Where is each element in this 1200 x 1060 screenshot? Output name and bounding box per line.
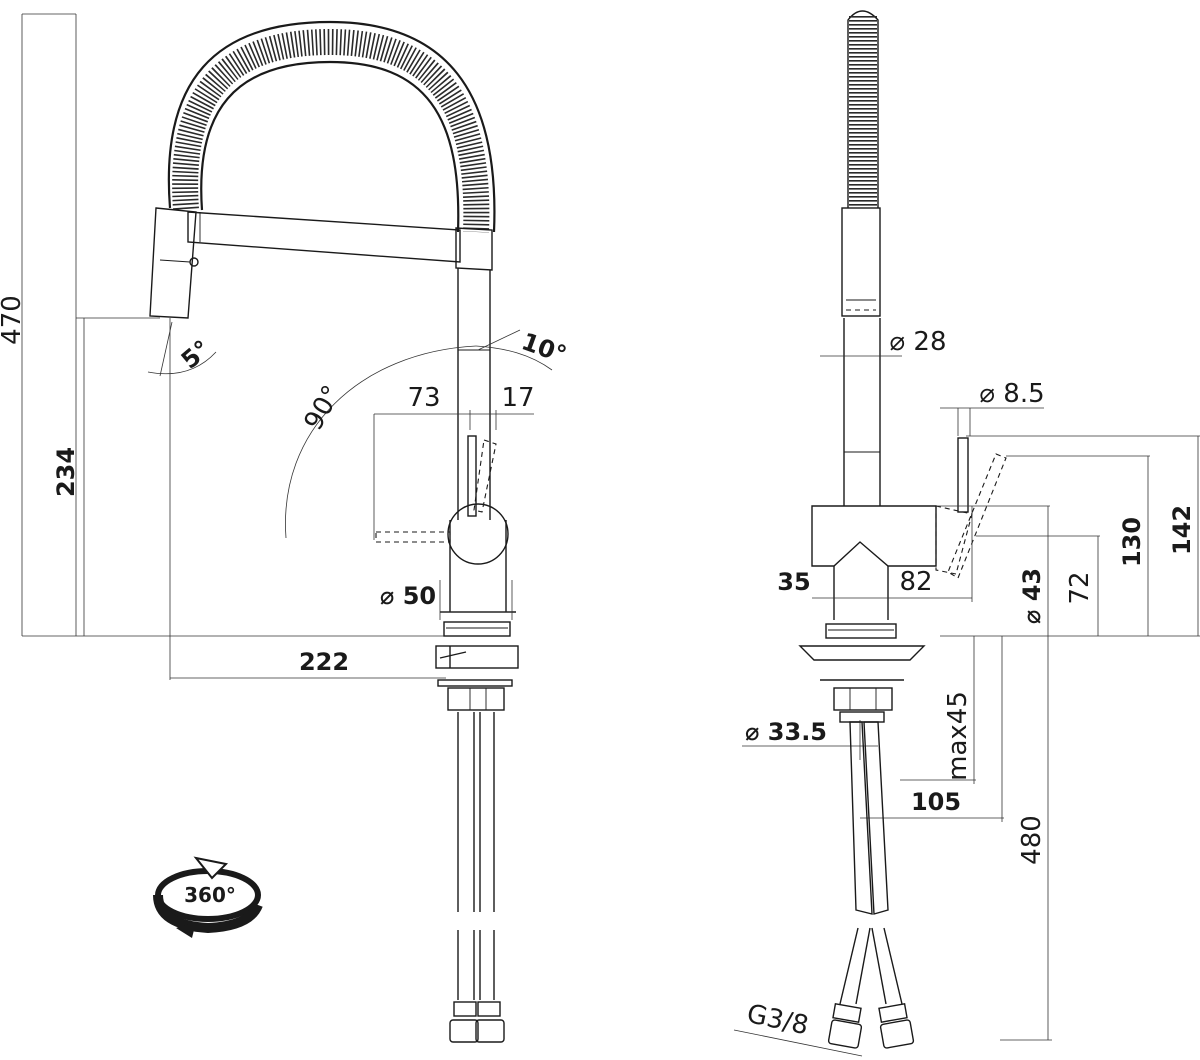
front-spring xyxy=(847,10,879,208)
dimension-body-diameter: ⌀ 50 xyxy=(380,580,513,620)
dimension-shank-diameter: ⌀ 33.5 xyxy=(742,718,878,760)
lever-length-label: 73 xyxy=(407,383,440,413)
dimension-spout-diameter: ⌀ 28 xyxy=(820,327,947,357)
dimension-lever-height: 72 xyxy=(976,535,1100,636)
base-width-label: 105 xyxy=(911,788,961,816)
body-left-label: 35 xyxy=(777,568,810,596)
handle-range-label: 90° xyxy=(299,381,348,436)
angle-range: 90° xyxy=(285,345,477,539)
front-lever xyxy=(935,437,1007,579)
dimension-reach: 222 xyxy=(170,648,446,679)
spray-head xyxy=(149,207,199,319)
thread-label-group: G3/8 xyxy=(733,999,863,1057)
lever-offset-label: 17 xyxy=(501,383,534,413)
height-total-label: 470 xyxy=(0,295,27,345)
spout-arm xyxy=(187,211,461,263)
mixer-body xyxy=(440,503,516,613)
reach-label: 222 xyxy=(299,648,349,676)
riser-column xyxy=(455,227,493,520)
side-view: 470 234 xyxy=(0,13,570,1043)
body-diameter-label: ⌀ 50 xyxy=(380,582,436,610)
handle-max-label: 10° xyxy=(518,327,570,369)
front-body xyxy=(811,505,937,620)
total-lever-label: 142 xyxy=(1168,505,1196,555)
shank-diameter-label: ⌀ 33.5 xyxy=(745,718,827,746)
dimension-lever-top: 130 xyxy=(1006,455,1150,636)
front-riser xyxy=(843,318,881,506)
dimension-height-total: 470 xyxy=(0,13,77,636)
hose-length-label: 480 xyxy=(1017,815,1047,865)
dimension-hose-length: 480 xyxy=(1000,636,1052,1041)
thread-label: G3/8 xyxy=(744,999,811,1041)
angle-tilt: 5° xyxy=(147,318,217,680)
counter-thickness-label: max45 xyxy=(943,691,973,781)
body-right-label: 82 xyxy=(899,567,932,597)
dimension-body-width: 35 82 xyxy=(777,506,973,602)
front-view: ⌀ 28 ⌀ 8.5 35 82 xyxy=(733,10,1200,1057)
front-mounting xyxy=(798,623,926,723)
dimension-total-lever: 142 xyxy=(966,435,1200,636)
front-body-diameter-label: ⌀ 43 xyxy=(1018,568,1046,624)
supply-hoses xyxy=(449,712,505,1043)
front-spray-head xyxy=(841,207,881,317)
dimension-front-body-diameter: ⌀ 43 xyxy=(936,505,1050,636)
front-supply-hoses xyxy=(827,721,915,1049)
height-spout-label: 234 xyxy=(52,447,80,497)
tilt-angle-label: 5° xyxy=(176,335,216,375)
dimension-lever-diameter: ⌀ 8.5 xyxy=(940,379,1045,436)
spout-diameter-label: ⌀ 28 xyxy=(889,327,946,357)
dimension-base-width: 105 xyxy=(860,636,1004,822)
lever-top-label: 130 xyxy=(1118,517,1146,567)
rotation-icon: 360° xyxy=(153,856,263,938)
lever-handle xyxy=(375,435,497,543)
dimension-height-spout: 234 xyxy=(52,317,160,636)
lever-diameter-label: ⌀ 8.5 xyxy=(979,379,1044,409)
dimension-lever: 73 17 xyxy=(373,383,535,540)
mounting-base xyxy=(435,621,519,711)
rotation-label: 360° xyxy=(184,883,236,907)
lever-height-label: 72 xyxy=(1065,571,1095,604)
dimension-counter-thickness: max45 xyxy=(900,636,976,784)
spring-hose-arch xyxy=(167,20,496,233)
